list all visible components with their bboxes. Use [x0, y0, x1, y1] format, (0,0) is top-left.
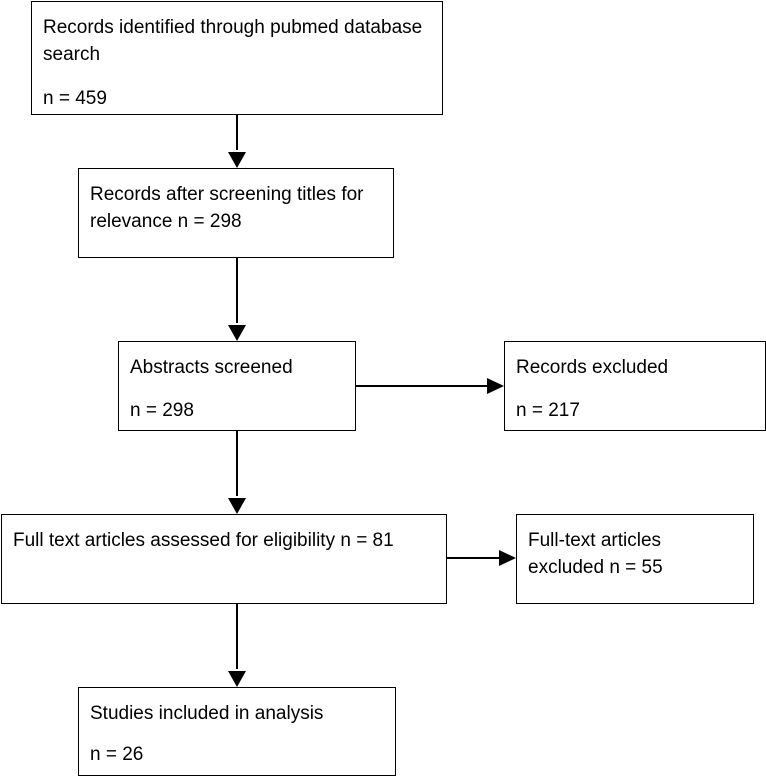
box-records-identified-count: n = 459: [43, 88, 107, 109]
box-abstracts-screened: Abstracts screened n = 298: [118, 341, 356, 431]
arrow-identified-to-title-screen: [228, 114, 246, 168]
box-records-identified-line-1: Records identified through pubmed databa…: [43, 17, 423, 38]
box-studies-included: Studies included in analysis n = 26: [78, 687, 396, 776]
box-excluded-label: Records excluded: [516, 357, 669, 378]
box-records-excluded: Records excluded n = 217: [504, 341, 766, 431]
box-full-text-assessed: Full text articles assessed for eligibil…: [1, 514, 447, 604]
arrow-title-screen-to-abstracts: [228, 257, 246, 341]
box-records-after-title-screening: Records after screening titles for relev…: [78, 168, 394, 258]
arrow-fulltext-to-fulltext-excluded: [446, 550, 516, 566]
box-full-text-excluded: Full-text articles excluded n = 55: [516, 514, 754, 604]
arrow-abstracts-to-fulltext: [228, 430, 246, 514]
arrow-abstracts-to-excluded: [356, 378, 504, 394]
box-title-screen-line-2: relevance n = 298: [90, 211, 242, 232]
box-fulltext-excluded-line-2: excluded n = 55: [528, 557, 663, 578]
box-records-identified: Records identified through pubmed databa…: [31, 1, 443, 115]
box-title-screen-line-1: Records after screening titles for: [90, 184, 364, 205]
box-abstracts-count: n = 298: [130, 400, 194, 421]
box-included-count: n = 26: [90, 744, 144, 765]
box-abstracts-label: Abstracts screened: [130, 357, 293, 378]
box-fulltext-excluded-line-1: Full-text articles: [528, 530, 662, 551]
box-fulltext-label: Full text articles assessed for eligibil…: [13, 530, 394, 551]
arrow-fulltext-to-included: [228, 603, 246, 687]
box-records-identified-line-2: search: [43, 44, 101, 65]
box-excluded-count: n = 217: [516, 400, 580, 421]
box-included-label: Studies included in analysis: [90, 703, 324, 724]
